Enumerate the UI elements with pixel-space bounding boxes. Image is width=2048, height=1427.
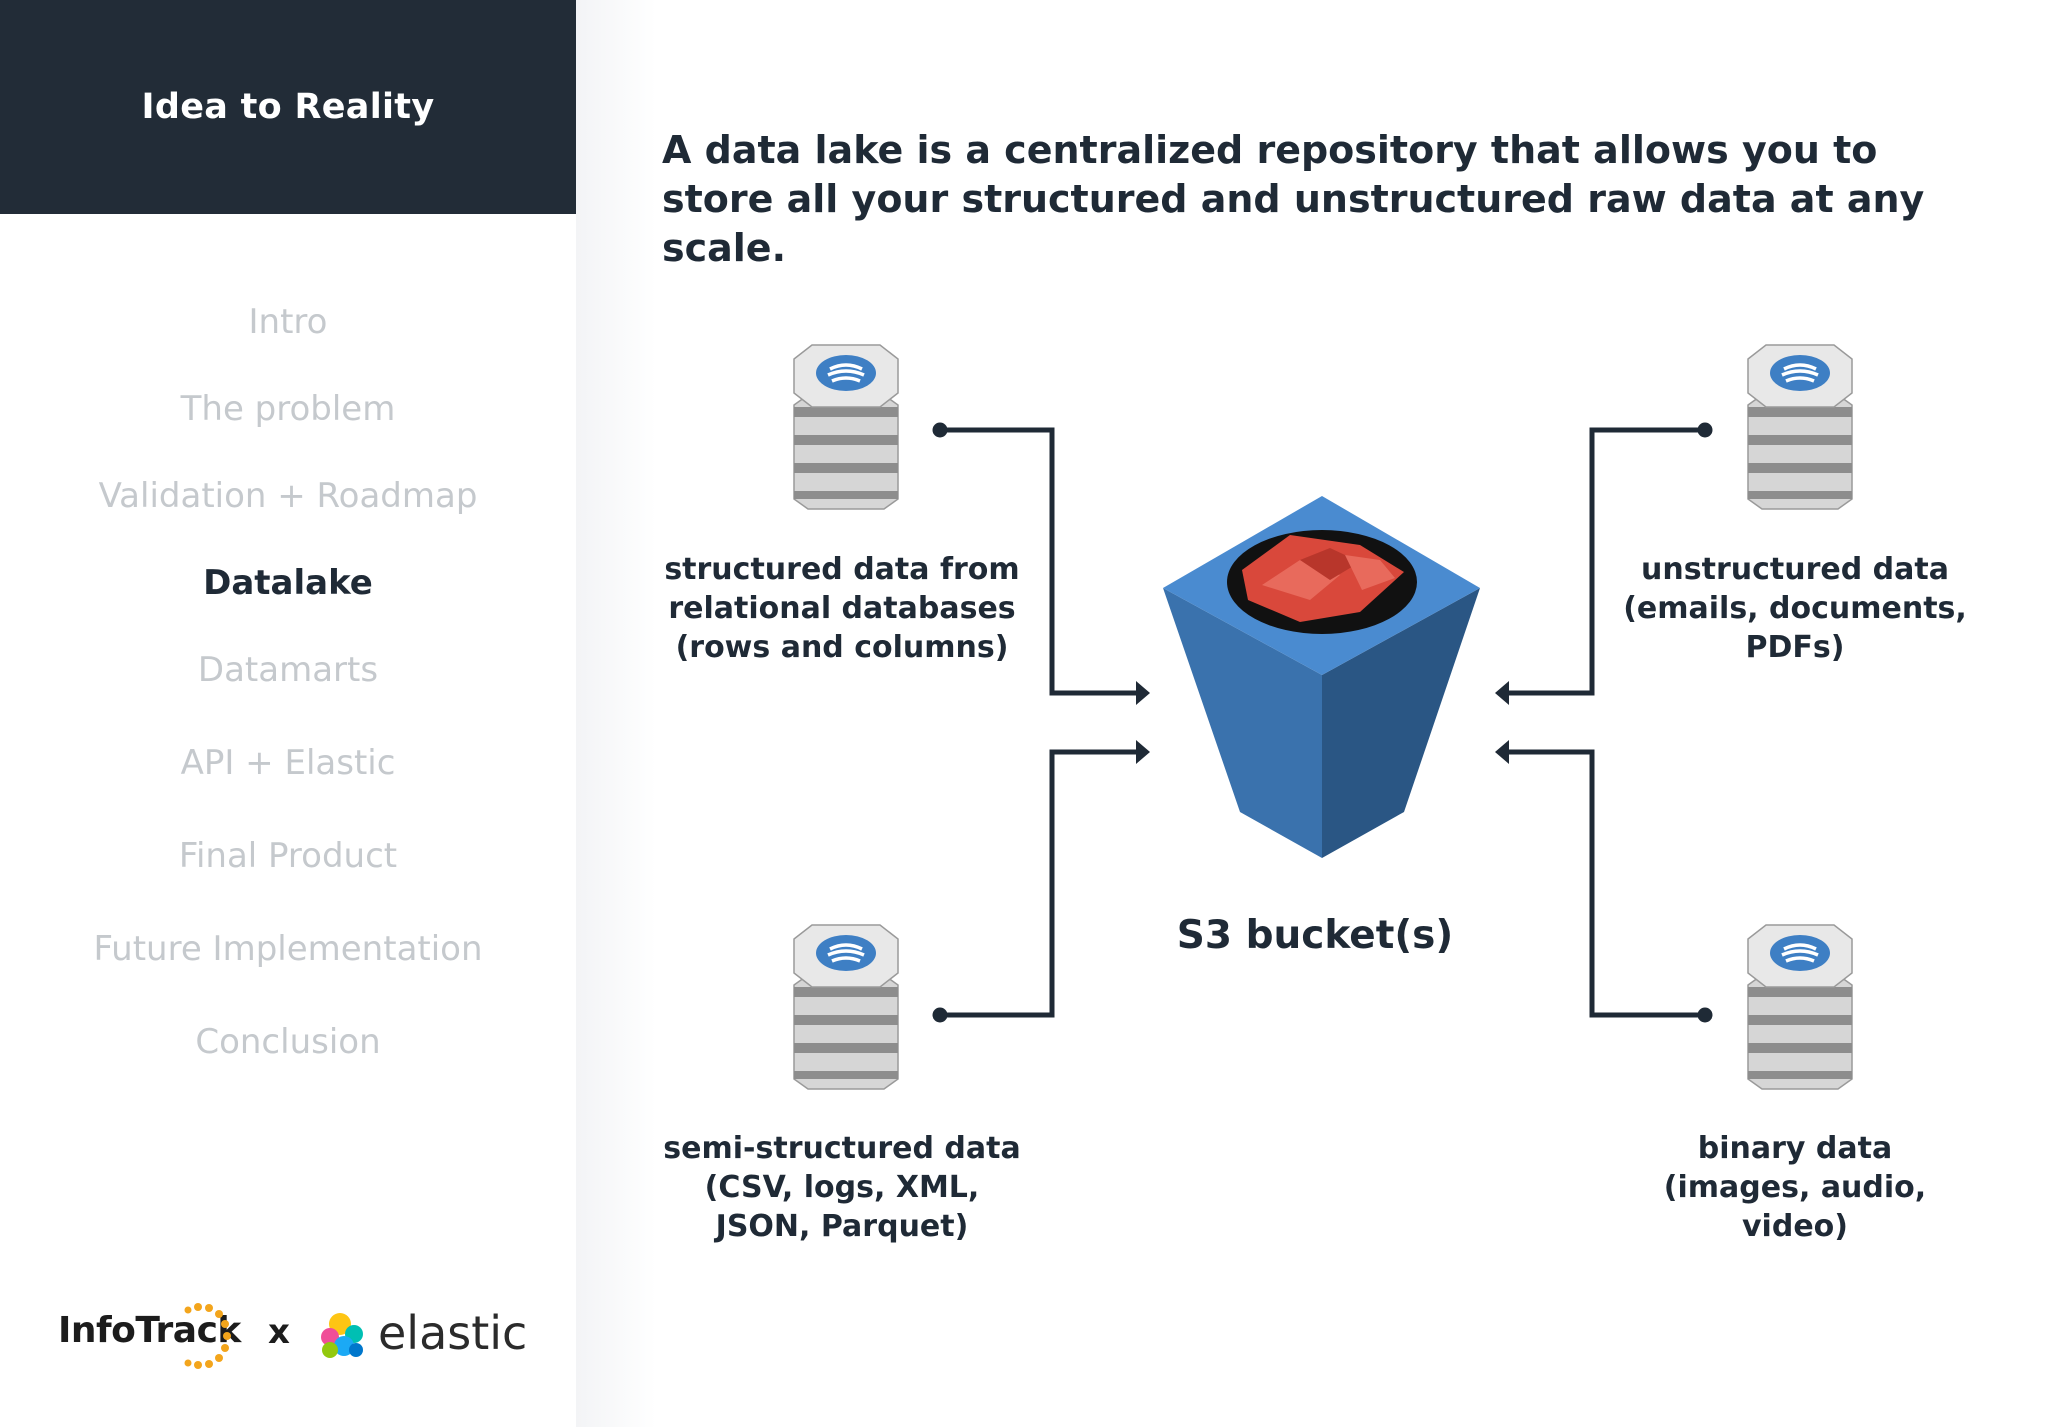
content-divider [576,0,656,1427]
label-unstructured-line-2: (emails, documents, [1623,591,1967,626]
presentation-title: Idea to Reality [141,87,435,127]
label-unstructured-line-3: PDFs) [1746,630,1845,665]
label-structured-line-3: (rows and columns) [676,630,1009,665]
nav-item-final-product[interactable]: Final Product [178,836,398,876]
database-icon [793,344,899,510]
nav-item-the-problem[interactable]: The problem [180,389,396,429]
database-icon [1747,344,1853,510]
nav-item-future-implementation[interactable]: Future Implementation [93,929,483,969]
partner-logos: InfoTrack x elastic [0,1290,576,1380]
s3-bucket-icon [1163,496,1480,858]
label-semi-structured-line-1: semi-structured data [663,1131,1020,1166]
label-semi-structured-line-3: JSON, Parquet) [714,1209,969,1244]
label-unstructured-line-1: unstructured data [1641,552,1949,587]
sidebar: Idea to Reality Intro The problem Valida… [0,0,576,1427]
label-s3-bucket: S3 bucket(s) [1177,913,1453,958]
label-structured-line-1: structured data from [664,552,1019,587]
label-binary-line-3: video) [1742,1209,1848,1244]
nav-item-api-elastic[interactable]: API + Elastic [180,743,396,783]
elastic-wordmark: elastic [378,1306,528,1360]
connector-structured [932,422,1150,705]
nav-item-datamarts[interactable]: Datamarts [197,650,379,690]
connector-unstructured [1495,422,1713,705]
label-semi-structured-line-2: (CSV, logs, XML, [705,1170,980,1205]
database-icon [793,924,899,1090]
infotrack-wordmark: InfoTrack [58,1310,241,1351]
connector-binary [1495,740,1713,1023]
database-icon [1747,924,1853,1090]
nav-item-conclusion[interactable]: Conclusion [195,1022,381,1062]
slide-navigation: Intro The problem Validation + Roadmap D… [0,0,576,1427]
label-binary-line-2: (images, audio, [1664,1170,1926,1205]
label-binary-line-1: binary data [1698,1131,1892,1166]
nav-item-intro[interactable]: Intro [248,302,328,342]
nav-item-datalake[interactable]: Datalake [203,563,373,603]
label-structured-line-2: relational databases [668,591,1015,626]
connector-semi-structured [932,740,1150,1023]
nav-item-validation-roadmap[interactable]: Validation + Roadmap [98,476,478,516]
infotrack-logo-icon [184,1303,231,1369]
slide-headline: A data lake is a centralized repository … [662,128,1925,270]
elastic-logo-icon [321,1313,363,1358]
logo-separator: x [268,1312,290,1352]
sidebar-header: Idea to Reality [0,0,576,214]
